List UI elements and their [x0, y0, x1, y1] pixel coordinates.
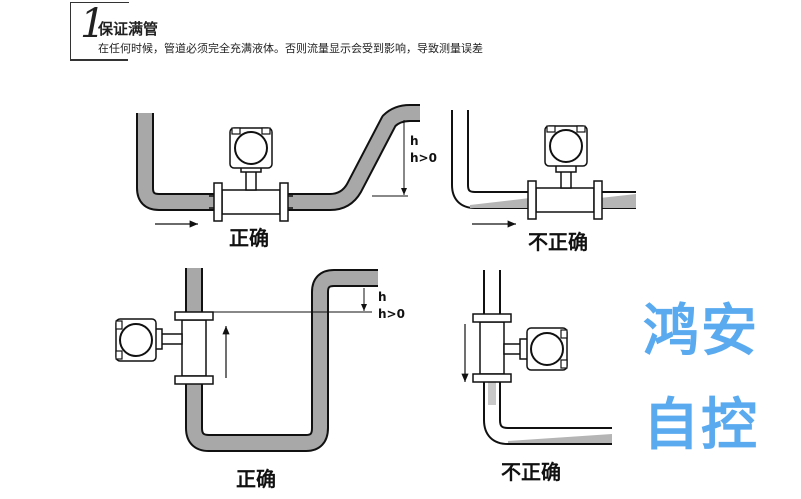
label-incorrect-top: 不正确 [528, 230, 588, 254]
watermark-line-1: 鸿安 [643, 299, 759, 364]
label-correct-bottom: 正确 [236, 467, 276, 491]
pipe-bottom-left [185, 268, 378, 452]
step-title: 保证满管 [98, 20, 159, 38]
diagram-bottom-left [115, 268, 378, 452]
watermark-line-2: 自控 [643, 393, 759, 458]
step-number: 1 [80, 1, 106, 47]
diagram-top-right [451, 110, 636, 228]
step-frame [69, 2, 129, 61]
diagram-top-left [136, 104, 420, 228]
height-condition-top: h>0 [410, 151, 437, 165]
diagram-bottom-right [461, 270, 612, 445]
label-incorrect-bottom: 不正确 [501, 460, 561, 484]
height-label-top: h [410, 134, 419, 148]
label-correct-top: 正确 [229, 226, 269, 250]
step-description: 在任何时候，管道必须完全充满液体。否则流量显示会受到影响，导致测量误差 [98, 42, 483, 55]
height-condition-bottom: h>0 [378, 307, 405, 321]
height-label-bottom: h [378, 290, 387, 304]
